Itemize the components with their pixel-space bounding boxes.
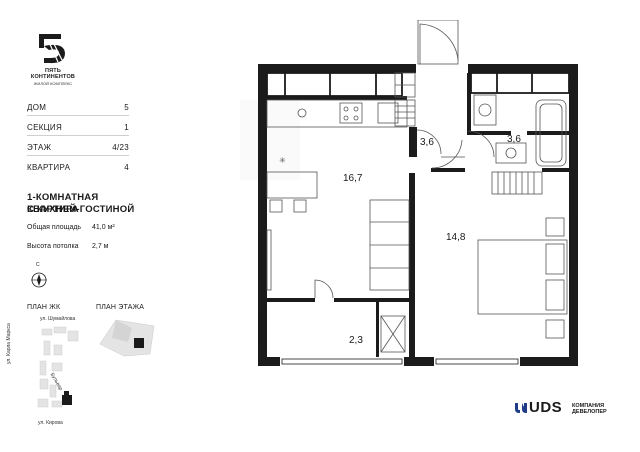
apartment-floor-plan: ✳ bbox=[240, 20, 578, 366]
info-label: КВАРТИРА bbox=[27, 163, 71, 172]
room-area-bedroom: 14,8 bbox=[446, 232, 466, 243]
ceiling-height-label: Высота потолка bbox=[27, 243, 79, 250]
info-value: 1 bbox=[124, 123, 129, 132]
total-area-label: Общая площадь bbox=[27, 224, 82, 231]
developer-line1: КОМПАНИЯ bbox=[572, 403, 605, 409]
info-row-section: СЕКЦИЯ 1 bbox=[27, 118, 129, 136]
floor-plan-map bbox=[99, 319, 155, 357]
developer-name: UDS bbox=[529, 399, 563, 416]
street-label: ул. Карла Маркса bbox=[6, 323, 12, 364]
complex-plan-map bbox=[37, 326, 79, 408]
uds-logo-icon bbox=[515, 403, 527, 413]
info-value: 4/23 bbox=[112, 143, 129, 152]
compass-north-label: С bbox=[36, 262, 40, 268]
floor-plan-label: ПЛАН ЭТАЖА bbox=[96, 304, 145, 311]
logo-line2: КОНТИНЕНТОВ bbox=[30, 74, 76, 80]
left-panel: ПЯТЬ КОНТИНЕНТОВ ЖИЛОЙ КОМПЛЕКС ДОМ 5 СЕ… bbox=[0, 0, 155, 452]
info-row-floor: ЭТАЖ 4/23 bbox=[27, 138, 129, 156]
room-area-kitchen-living: 16,7 bbox=[343, 173, 363, 184]
room-area-loggia: 2,3 bbox=[349, 335, 363, 346]
logo-line1: ПЯТЬ bbox=[44, 68, 62, 74]
ceiling-height-value: 2,7 м bbox=[92, 243, 109, 250]
street-label: ул. Шумайлова bbox=[40, 316, 76, 322]
apartment-title-line1: 1-КОМНАТНАЯ КВАРТИРА bbox=[27, 192, 99, 215]
info-row-apartment: КВАРТИРА 4 bbox=[27, 158, 129, 176]
room-area-bathroom: 3,6 bbox=[507, 134, 521, 145]
room-area-hall: 3,6 bbox=[420, 137, 434, 148]
info-row-house: ДОМ 5 bbox=[27, 98, 129, 116]
five-continents-logo bbox=[39, 34, 65, 64]
complex-plan-label: ПЛАН ЖК bbox=[27, 304, 61, 311]
info-label: ДОМ bbox=[27, 103, 47, 112]
developer-line2: ДЕВЕЛОПЕР bbox=[572, 409, 607, 415]
street-label: ул. Кирова bbox=[38, 420, 63, 426]
apartment-title-line2: С КУХНЕЙ-ГОСТИНОЙ bbox=[27, 204, 135, 215]
info-value: 5 bbox=[124, 103, 129, 112]
info-value: 4 bbox=[124, 163, 129, 172]
logo-line3: ЖИЛОЙ КОМПЛЕКС bbox=[33, 81, 73, 86]
info-label: СЕКЦИЯ bbox=[27, 123, 63, 132]
info-label: ЭТАЖ bbox=[27, 143, 52, 152]
compass-icon bbox=[31, 272, 47, 288]
total-area-value: 41,0 м² bbox=[92, 224, 115, 231]
svg-text:✳: ✳ bbox=[279, 156, 286, 165]
